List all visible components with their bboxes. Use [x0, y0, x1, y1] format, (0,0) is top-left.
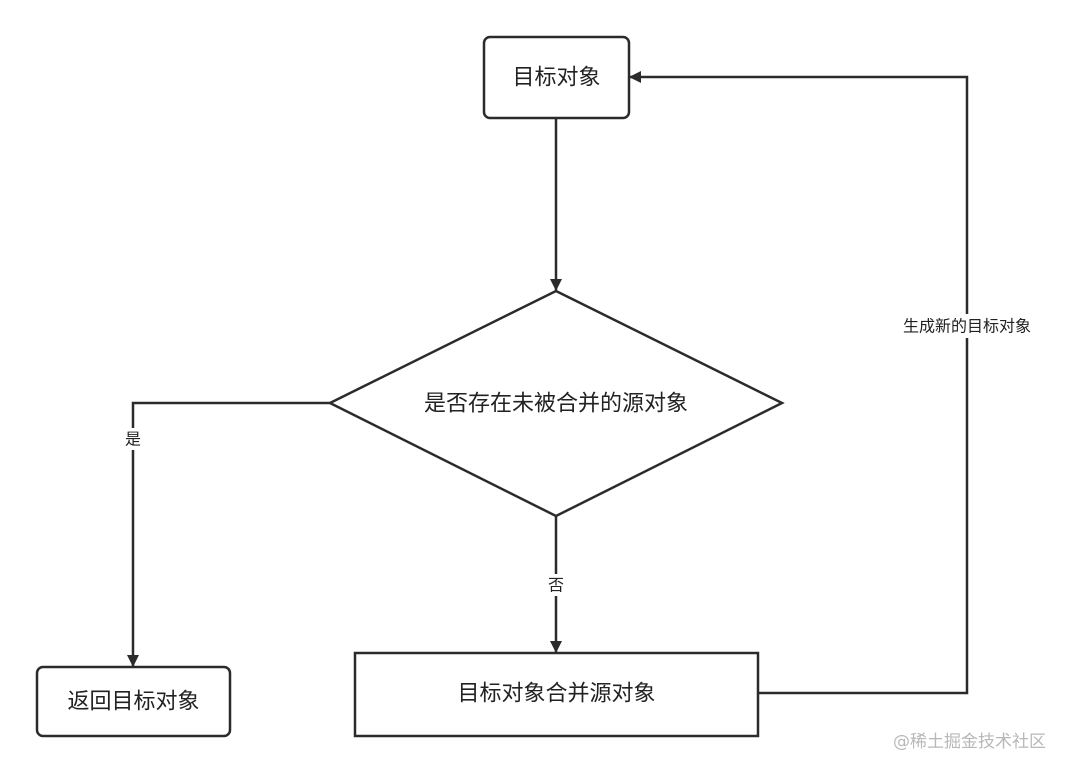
- node-merge-box: [353, 651, 760, 738]
- edge-label-generate-new: 生成新的目标对象: [903, 317, 1031, 336]
- edge-label-no: 否: [548, 576, 564, 595]
- edge-label-yes-group: 是: [121, 428, 145, 450]
- node-target-object: 目标对象: [482, 35, 631, 120]
- node-return-target: 返回目标对象: [35, 665, 232, 738]
- node-merge-label: 目标对象合并源对象: [457, 682, 655, 707]
- node-decision-diamond: [327, 289, 785, 518]
- node-target-object-label: 目标对象: [512, 66, 600, 91]
- node-return-target-box: [35, 665, 232, 738]
- node-decision-label: 是否存在未被合并的源对象: [424, 392, 688, 417]
- edge-decision-to-return: [127, 401, 330, 667]
- edge-label-yes: 是: [125, 430, 141, 449]
- node-return-target-label: 返回目标对象: [67, 690, 199, 715]
- watermark-text: @稀土掘金技术社区: [893, 732, 1046, 752]
- node-target-object-box: [482, 35, 631, 120]
- edge-label-generate-group: 生成新的目标对象: [889, 314, 1045, 338]
- node-merge: 目标对象合并源对象: [353, 651, 760, 738]
- node-decision: 是否存在未被合并的源对象: [327, 289, 785, 518]
- edge-merge-to-target: [629, 71, 969, 695]
- edge-label-no-group: 否: [544, 574, 568, 596]
